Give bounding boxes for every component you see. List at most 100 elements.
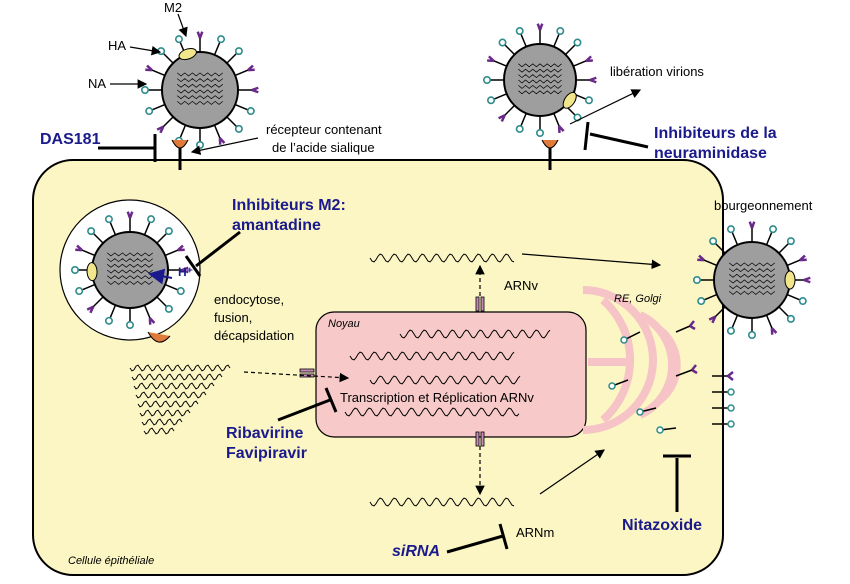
ha-spike — [697, 297, 706, 306]
rna-wave — [133, 382, 215, 390]
spike-stalk — [226, 52, 238, 64]
ha-spike — [786, 237, 795, 246]
rna-wave — [369, 497, 515, 507]
na-spike — [86, 305, 95, 314]
ha-spike — [573, 38, 582, 47]
m2-channel — [562, 91, 577, 109]
ha-spike — [487, 96, 496, 105]
label-bourgeonnement: bourgeonnement — [714, 198, 813, 213]
na-spike — [498, 114, 506, 122]
rnp-strand — [106, 263, 154, 268]
ha-spike — [584, 96, 593, 105]
ha-spike — [482, 76, 491, 85]
na-spike — [536, 23, 544, 31]
rnp-strand — [518, 68, 562, 73]
drug-inhib-m2-2: amantadine — [232, 217, 321, 234]
rnp-strand — [176, 78, 224, 83]
spike-stalk — [765, 314, 773, 329]
virion-endosome — [71, 211, 189, 329]
rnp-strand — [176, 95, 224, 100]
virion-entering — [141, 31, 259, 150]
spike-stalk — [151, 103, 166, 111]
ha-spike — [87, 227, 96, 236]
label-transcription: Transcription et Réplication ARNv — [340, 390, 534, 405]
na-spike — [75, 244, 83, 252]
rnp-strand — [176, 83, 224, 88]
rna-wave — [143, 427, 175, 435]
ha-spike — [217, 35, 226, 44]
rna-wave — [369, 375, 521, 385]
ha-spike — [798, 297, 807, 306]
golgi-ha — [656, 426, 664, 434]
drug-favipiravir: Favipiravir — [226, 445, 307, 462]
spike-stalk — [493, 60, 508, 67]
golgi-ha — [608, 382, 616, 390]
rna-wave — [399, 329, 551, 339]
spike-stalk — [92, 296, 104, 308]
spike-stalk — [109, 304, 117, 319]
label-endocytose-1: endocytose, — [214, 292, 284, 307]
membrane-proteins — [712, 371, 735, 428]
spike-stalk — [226, 116, 238, 128]
virion-budding — [692, 221, 811, 339]
na-spike — [557, 125, 565, 133]
ha-spike — [141, 86, 150, 95]
spike-stalk — [553, 112, 560, 127]
na-spike — [589, 76, 597, 84]
ha-spike — [786, 314, 795, 323]
ha-spike — [104, 316, 113, 325]
rna-wave — [131, 373, 223, 381]
label-m2: M2 — [164, 0, 182, 15]
spike-stalk — [234, 69, 249, 77]
rna-wave — [369, 253, 515, 263]
na-spike — [585, 55, 593, 63]
rnp-strand — [728, 262, 776, 267]
rnp-strand — [518, 74, 562, 79]
ha-spike — [147, 215, 156, 224]
inhibition-sirna — [446, 523, 509, 554]
na-spike — [799, 254, 807, 262]
ha-spike — [709, 237, 718, 246]
inhibition-m2 — [184, 230, 241, 277]
label-cellule: Cellule épithéliale — [68, 555, 154, 567]
spike-stalk — [156, 232, 168, 244]
rna-wave — [349, 351, 515, 361]
golgi-ha — [620, 336, 628, 344]
na-spike — [148, 317, 156, 325]
inhibition-das181 — [98, 134, 157, 162]
label-arnv: ARNv — [504, 278, 538, 293]
membrane-ha — [727, 388, 735, 396]
spike-stalk — [778, 242, 790, 254]
golgi-na — [691, 364, 698, 375]
spike-stalk — [564, 44, 576, 56]
drug-inhib-m2-1: Inhibiteurs M2: — [232, 197, 346, 214]
ha-spike — [498, 38, 507, 47]
spike-stalk — [143, 304, 151, 319]
spike-stalk — [156, 296, 168, 308]
spike-stalk — [786, 259, 801, 267]
spike-stalk — [765, 231, 773, 246]
label-liberation: libération virions — [610, 64, 704, 79]
label-endocytose-3: décapsidation — [214, 328, 294, 343]
spike-stalk — [786, 293, 801, 301]
rna-wave — [344, 407, 520, 417]
ha-spike — [515, 124, 524, 133]
rna-wave — [137, 400, 199, 408]
na-spike — [803, 276, 811, 284]
ha-spike — [104, 215, 113, 224]
spike-stalk — [143, 221, 151, 236]
rnp-strand — [518, 84, 562, 89]
m2-channel — [784, 270, 796, 290]
na-spike — [770, 327, 778, 335]
rnp-strand — [106, 252, 154, 257]
label-receptor-1: récepteur contenant — [266, 122, 382, 137]
inhibition-nitazoxide — [663, 454, 691, 512]
nucleus — [315, 311, 587, 438]
spike-stalk — [213, 41, 221, 56]
spike-stalk — [162, 52, 174, 64]
membrane-ha — [727, 404, 735, 412]
rnp-strand — [106, 275, 154, 280]
drug-sirna: siRNA — [392, 543, 440, 560]
na-spike — [126, 211, 134, 219]
